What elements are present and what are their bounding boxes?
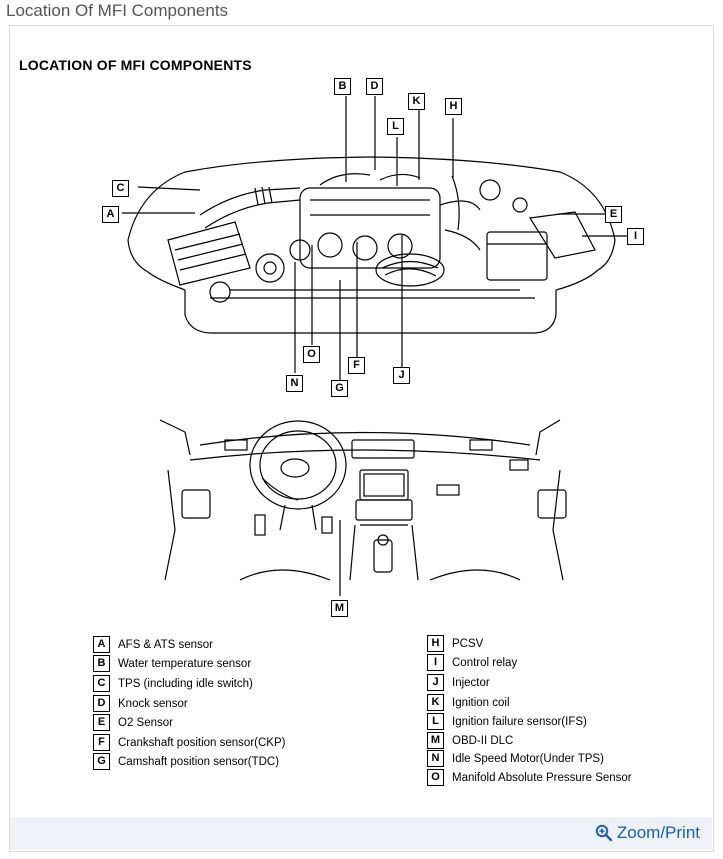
- legend-item-o: O Manifold Absolute Pressure Sensor: [427, 769, 632, 786]
- legend-item-l: L Ignition failure sensor(IFS): [427, 713, 587, 730]
- callout-a: A: [102, 206, 119, 223]
- legend-key: K: [427, 694, 444, 711]
- legend-item-j: J Injector: [427, 674, 490, 691]
- legend-key: D: [93, 695, 110, 712]
- legend-key: F: [93, 734, 110, 751]
- legend-item-d: D Knock sensor: [93, 695, 188, 712]
- legend-item-m: M OBD-II DLC: [427, 732, 513, 749]
- legend-text: Control relay: [452, 656, 518, 669]
- footer-bar: Zoom/Print: [10, 817, 712, 850]
- legend-key: A: [93, 636, 110, 653]
- legend-key: C: [93, 675, 110, 692]
- legend-text: Crankshaft position sensor(CKP): [118, 736, 286, 749]
- dashboard-drawing: [159, 419, 567, 596]
- callout-e: E: [605, 206, 622, 223]
- legend-key: G: [93, 753, 110, 770]
- legend-key: M: [427, 732, 444, 749]
- legend-key: I: [427, 654, 444, 671]
- legend-item-i: I Control relay: [427, 654, 517, 671]
- legend-item-n: N Idle Speed Motor(Under TPS): [427, 750, 604, 767]
- figure-title: LOCATION OF MFI COMPONENTS: [19, 57, 252, 73]
- callout-c: C: [112, 180, 129, 197]
- callout-i: I: [627, 228, 644, 245]
- callout-n: N: [286, 375, 303, 392]
- legend-text: O2 Sensor: [118, 716, 173, 729]
- callout-l: L: [387, 118, 404, 135]
- callout-m: M: [331, 600, 348, 617]
- legend-item-c: C TPS (including idle switch): [93, 675, 253, 692]
- legend-item-f: F Crankshaft position sensor(CKP): [93, 734, 285, 751]
- legend-item-b: B Water temperature sensor: [93, 655, 251, 672]
- zoom-print-label: Zoom/Print: [616, 823, 700, 842]
- legend-item-g: G Camshaft position sensor(TDC): [93, 753, 279, 770]
- legend-key: J: [427, 674, 444, 691]
- legend-item-e: E O2 Sensor: [93, 714, 173, 731]
- magnifier-plus-icon: [595, 824, 613, 842]
- legend-text: Ignition failure sensor(IFS): [452, 715, 587, 728]
- legend-key: N: [427, 750, 444, 767]
- legend-text: Camshaft position sensor(TDC): [118, 755, 280, 768]
- legend-key: L: [427, 713, 444, 730]
- legend-item-k: K Ignition coil: [427, 694, 510, 711]
- legend-text: PCSV: [452, 637, 484, 650]
- legend-text: Manifold Absolute Pressure Sensor: [452, 771, 632, 784]
- legend-item-h: H PCSV: [427, 635, 483, 652]
- callout-k: K: [408, 93, 425, 110]
- legend-text: Knock sensor: [118, 697, 188, 710]
- figure-card: [9, 25, 714, 852]
- legend-text: TPS (including idle switch): [118, 677, 253, 690]
- legend-key: B: [93, 655, 110, 672]
- legend-text: Injector: [452, 676, 490, 689]
- legend-text: OBD-II DLC: [452, 734, 514, 747]
- engine-bay-drawing: [122, 96, 627, 383]
- legend-item-a: A AFS & ATS sensor: [93, 636, 213, 653]
- callout-j: J: [393, 367, 410, 384]
- legend-key: H: [427, 635, 444, 652]
- callout-d: D: [366, 78, 383, 95]
- legend-text: AFS & ATS sensor: [118, 638, 214, 651]
- callout-o: O: [303, 346, 320, 363]
- callout-h: H: [445, 98, 462, 115]
- callout-g: G: [331, 380, 348, 397]
- legend-text: Idle Speed Motor(Under TPS): [452, 752, 604, 765]
- legend-text: Ignition coil: [452, 696, 510, 709]
- legend-text: Water temperature sensor: [118, 657, 252, 670]
- legend-key: O: [427, 769, 444, 786]
- zoom-print-link[interactable]: Zoom/Print: [595, 823, 700, 843]
- page-title: Location Of MFI Components: [6, 1, 229, 20]
- callout-f: F: [348, 357, 365, 374]
- callout-b: B: [334, 78, 351, 95]
- legend-key: E: [93, 714, 110, 731]
